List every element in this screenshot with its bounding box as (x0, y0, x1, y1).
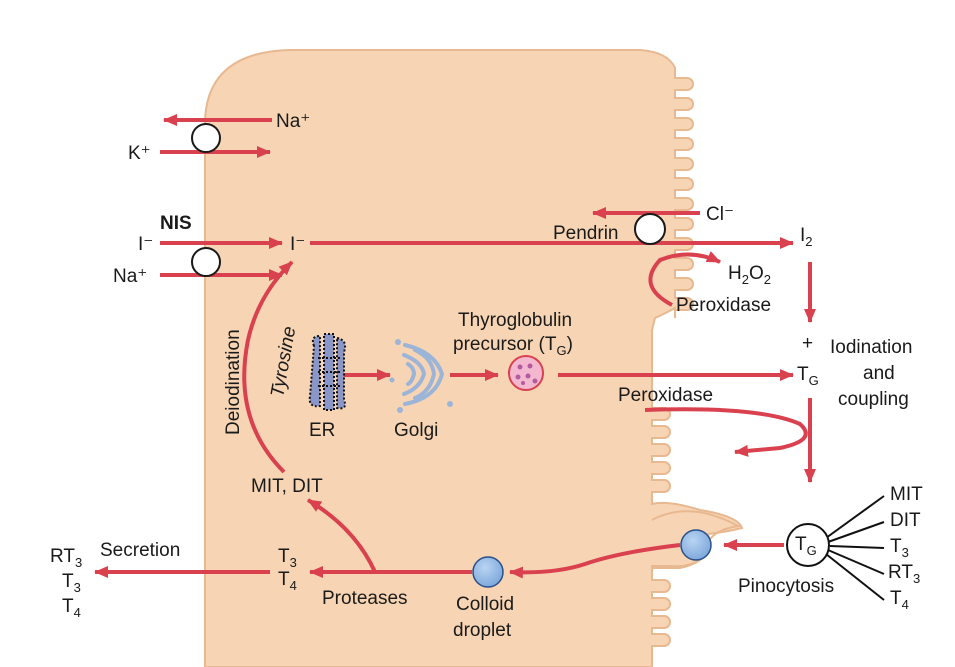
tg-precursor-vesicle (508, 355, 544, 391)
label-deiodination: Deiodination (223, 329, 244, 435)
label-secreted-t3: T3 (62, 571, 81, 595)
label-i2: I2 (800, 225, 813, 249)
label-tg-apical: TG (797, 364, 819, 388)
label-mit-dit: MIT, DIT (251, 476, 323, 497)
er-icon (308, 333, 347, 411)
label-pendrin: Pendrin (553, 223, 619, 244)
label-na-in: Na⁺ (113, 266, 147, 287)
pendrin-transporter (634, 213, 666, 245)
label-tg-precursor-2: precursor (TG) (453, 334, 573, 358)
arrow-peroxidase-curl (644, 407, 808, 457)
label-peroxidase-1: Peroxidase (676, 295, 771, 316)
label-er: ER (309, 420, 335, 441)
label-proteases: Proteases (322, 588, 408, 609)
label-droplet: droplet (453, 620, 512, 641)
arrow-deiodination (242, 260, 294, 474)
pinocytosis-pocket (651, 510, 742, 569)
label-internal-t4: T4 (278, 569, 297, 593)
label-tg-precursor-1: Thyroglobulin (458, 310, 572, 331)
arrow-proteases-to-mitdit (306, 498, 377, 573)
label-pinocytosis: Pinocytosis (738, 576, 834, 597)
label-h2o2: H2O2 (728, 263, 771, 287)
label-cl: Cl⁻ (706, 204, 734, 225)
nis-transporter (191, 247, 221, 277)
label-peroxidase-2: Peroxidase (618, 385, 713, 406)
label-colloid-tg: TG (795, 534, 817, 558)
label-secreted-t4: T4 (62, 596, 81, 620)
colloid-droplet (472, 556, 504, 588)
label-component-rt3: RT3 (888, 562, 920, 586)
label-secretion: Secretion (100, 540, 180, 561)
label-golgi: Golgi (394, 420, 438, 441)
label-component-mit: MIT (890, 484, 923, 505)
label-colloid: Colloid (456, 594, 514, 615)
label-component-t4: T4 (890, 588, 909, 612)
label-nis: NIS (160, 213, 192, 234)
nak-pump (191, 123, 221, 153)
label-na-out: Na⁺ (276, 111, 310, 132)
label-component-dit: DIT (890, 510, 921, 531)
label-internal-t3: T3 (278, 546, 297, 570)
follicular-cell (204, 49, 744, 667)
label-iodide-ext: I⁻ (138, 234, 153, 255)
pinocytosis-vesicle (680, 529, 712, 561)
label-k-in: K⁺ (128, 143, 151, 164)
label-component-t3: T3 (890, 536, 909, 560)
label-secreted-rt3: RT3 (50, 546, 82, 570)
label-plus: + (802, 333, 813, 354)
label-iodination: Iodination (830, 337, 912, 358)
label-coupling: coupling (838, 389, 909, 410)
arrow-peroxidase-h2o2 (648, 251, 721, 307)
golgi-icon (389, 339, 453, 413)
label-iodide-int: I⁻ (290, 234, 305, 255)
label-and: and (863, 363, 895, 384)
colloid-tg (786, 495, 885, 601)
arrow-vesicle-to-droplet (509, 543, 681, 579)
